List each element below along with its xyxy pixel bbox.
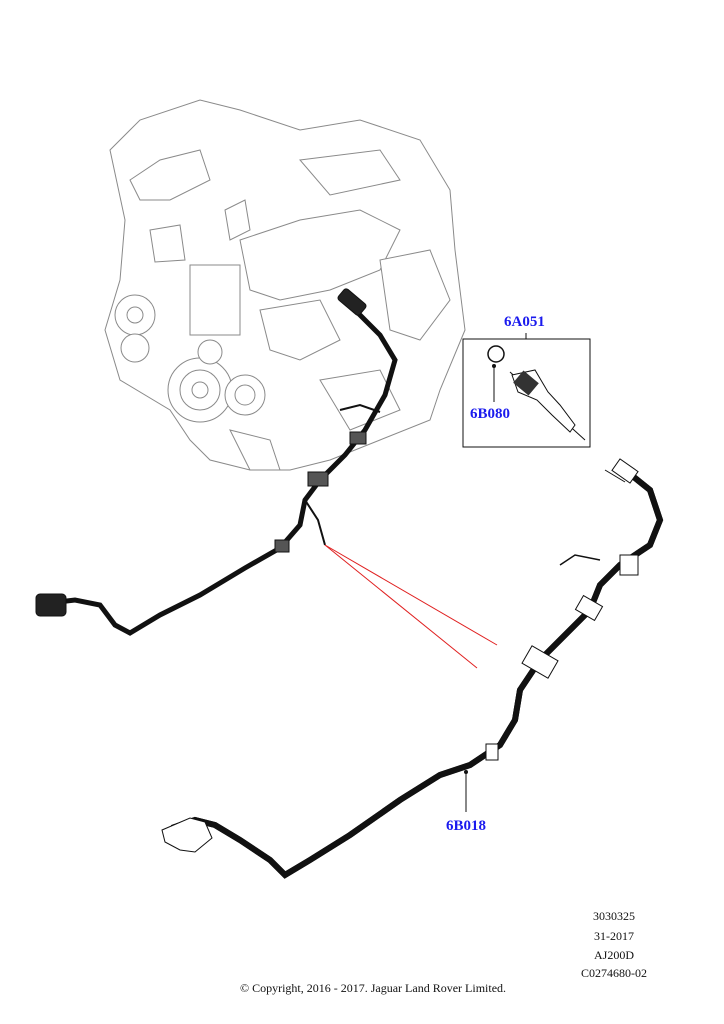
drawing-code: C0274680-02 bbox=[581, 966, 647, 980]
callout-6b018: 6B018 bbox=[446, 818, 487, 834]
callout-6a051: 6A051 bbox=[504, 314, 545, 330]
engine-illustration bbox=[104, 99, 466, 471]
replacement-harness bbox=[161, 458, 664, 879]
callout-6b080: 6B080 bbox=[470, 406, 511, 422]
inset-box bbox=[462, 333, 591, 448]
illustration-number: 3030325 bbox=[593, 909, 635, 923]
copyright-notice: © Copyright, 2016 - 2017. Jaguar Land Ro… bbox=[239, 981, 507, 995]
date-code: 31-2017 bbox=[594, 929, 634, 943]
explode-leader-lines bbox=[324, 544, 498, 669]
installed-harness bbox=[35, 288, 398, 636]
engine-code: AJ200D bbox=[593, 948, 634, 962]
